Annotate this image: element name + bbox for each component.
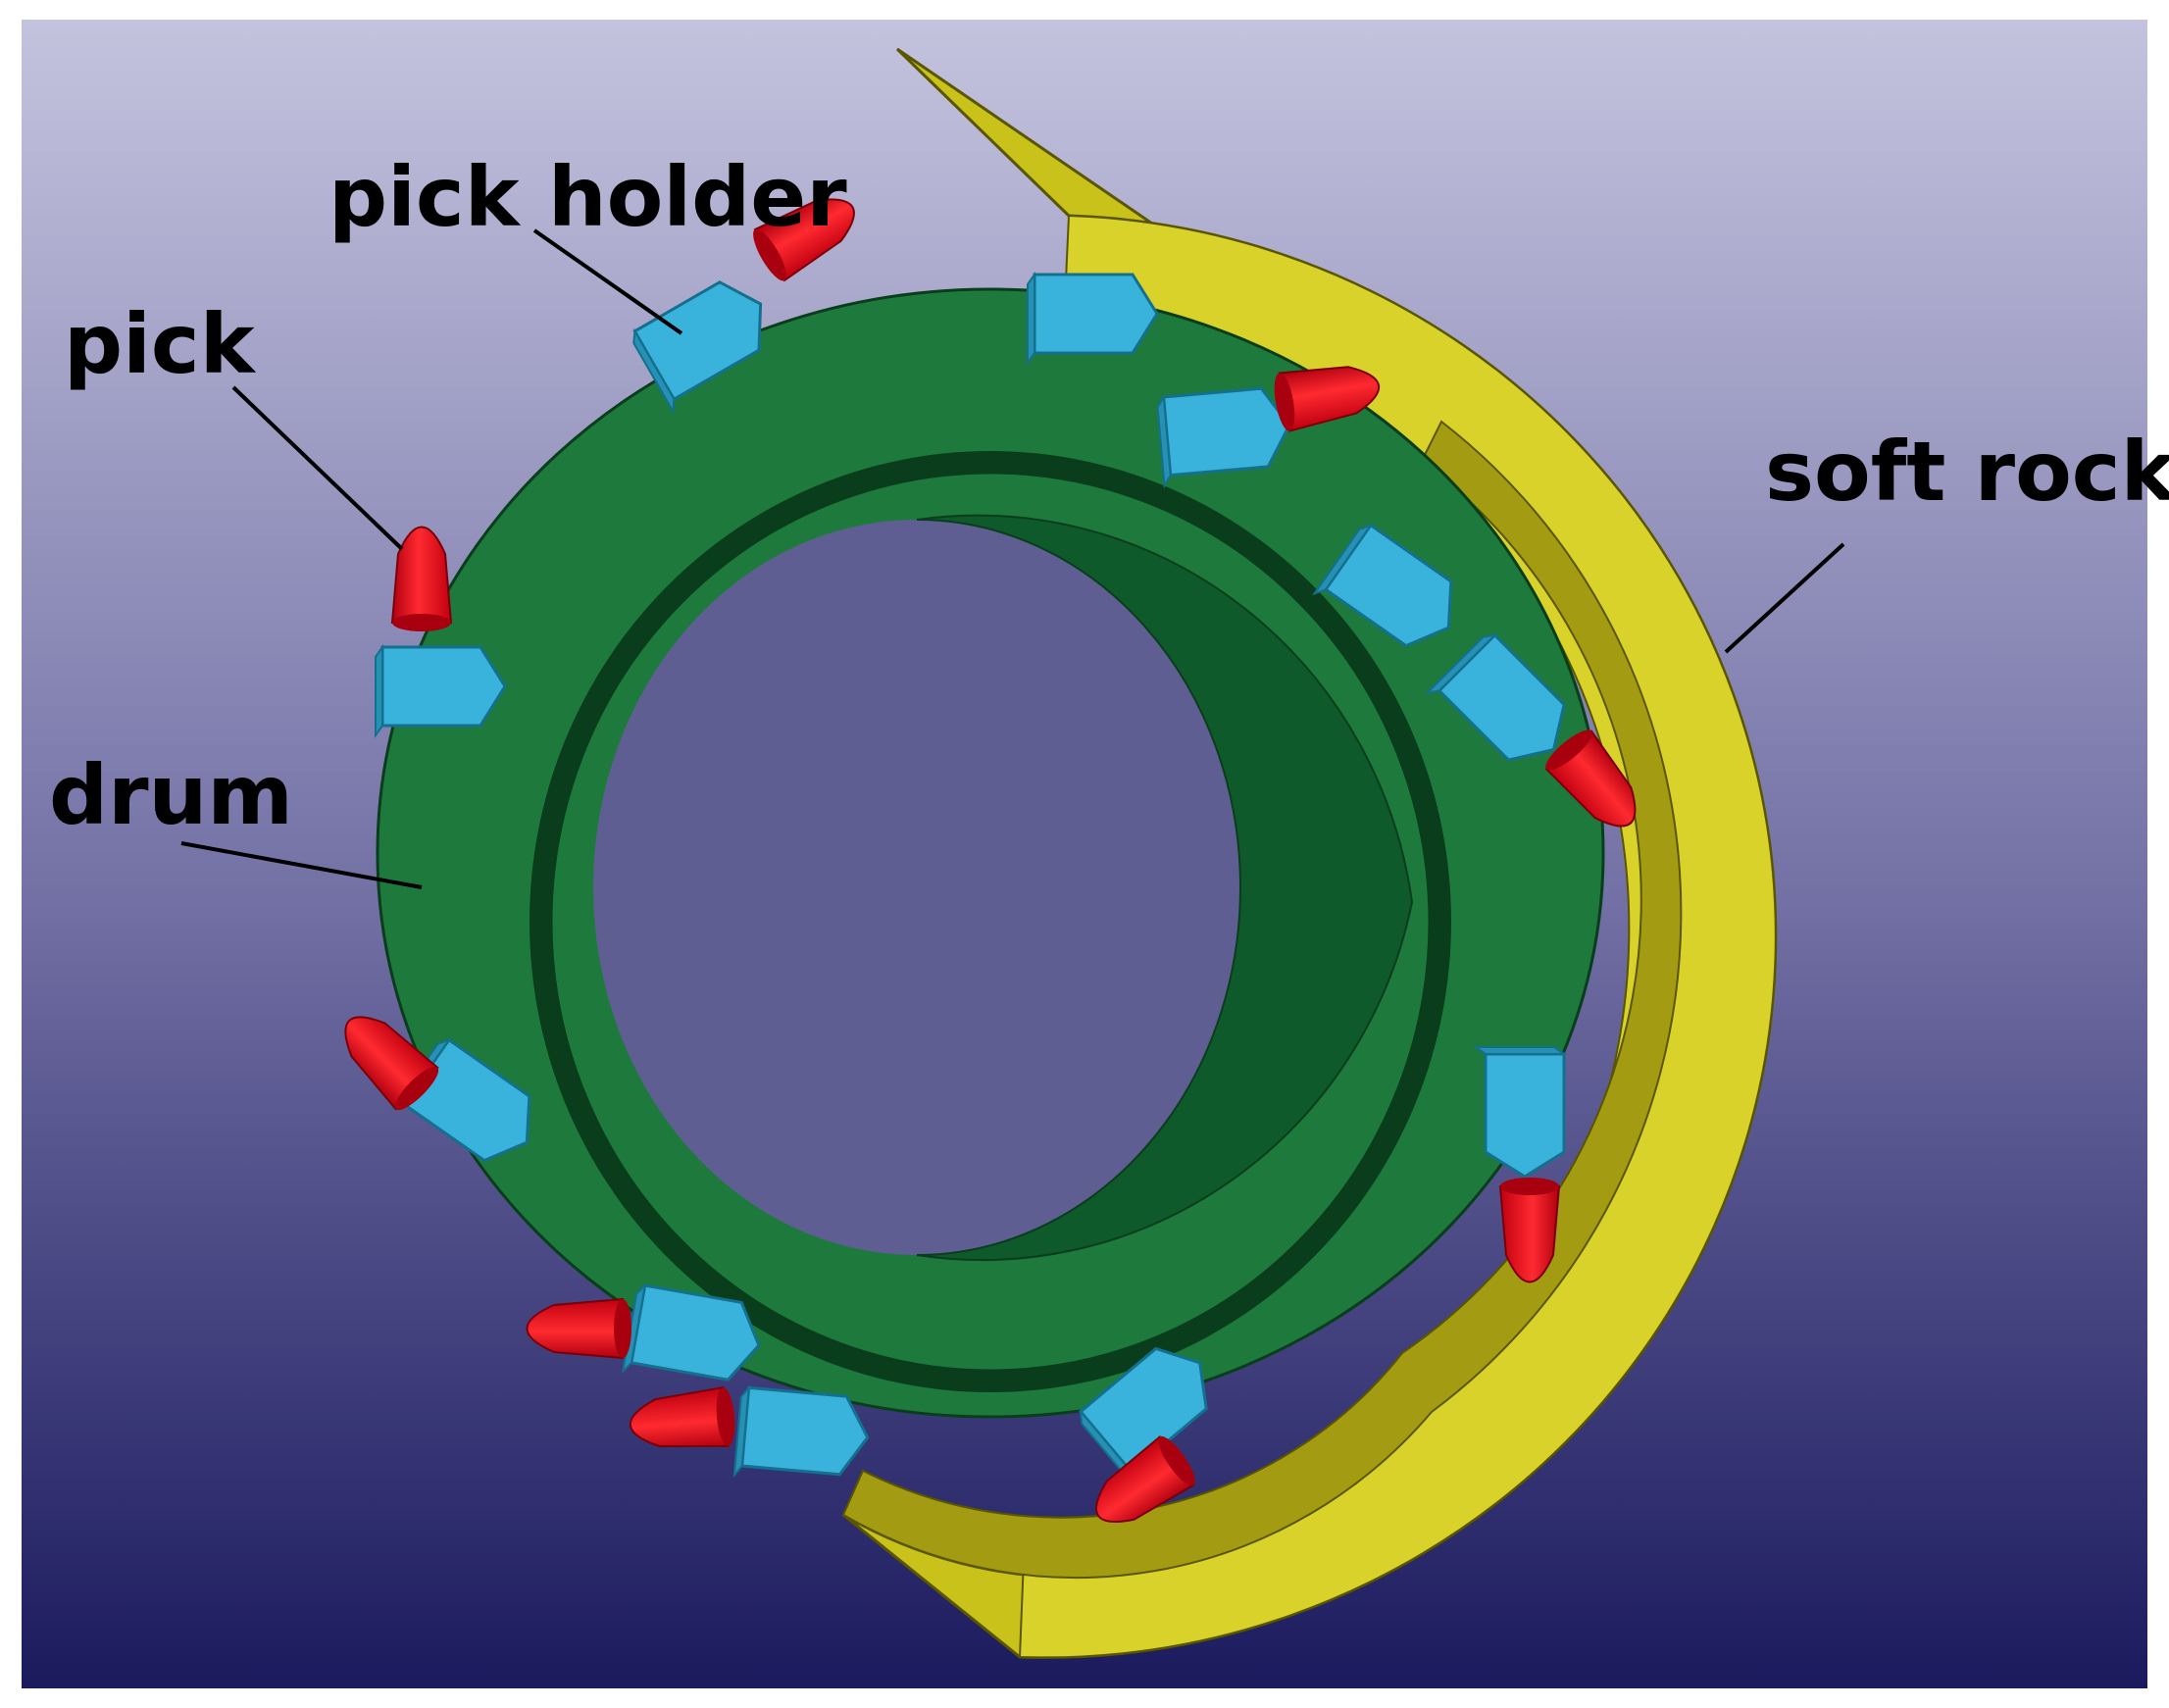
leader-lines bbox=[180, 228, 1845, 889]
soft-rock-leader bbox=[1724, 542, 1845, 654]
label-soft-rock: soft rock bbox=[1765, 424, 2169, 520]
pick-leader bbox=[231, 385, 404, 551]
pick-holder-leader bbox=[532, 228, 683, 335]
label-pick-holder: pick holder bbox=[328, 149, 847, 245]
label-drum: drum bbox=[49, 747, 293, 843]
soft-rock bbox=[841, 47, 1778, 1659]
drum-leader bbox=[180, 841, 423, 889]
drum bbox=[376, 287, 1605, 1419]
label-pick: pick bbox=[64, 296, 257, 392]
